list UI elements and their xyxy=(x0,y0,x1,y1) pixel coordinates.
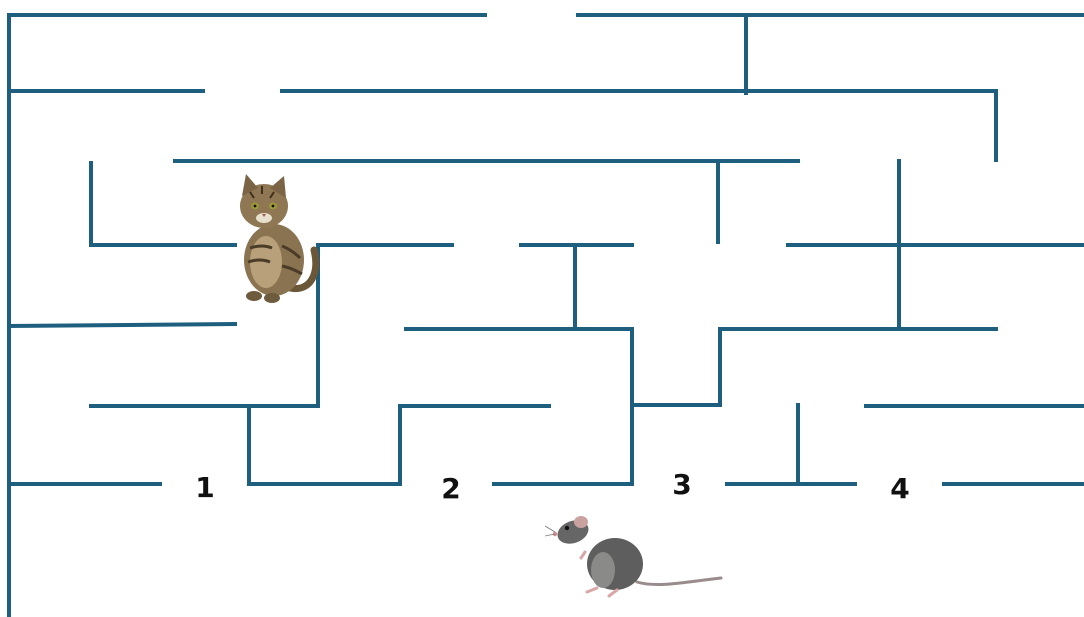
maze-wall-17 xyxy=(9,324,235,326)
cat-icon xyxy=(232,170,322,305)
entrance-label-4[interactable]: 4 xyxy=(890,475,909,503)
mouse-icon xyxy=(545,512,725,604)
entrance-label-2[interactable]: 2 xyxy=(441,475,460,503)
entrance-label-3[interactable]: 3 xyxy=(672,471,691,499)
entrance-label-1[interactable]: 1 xyxy=(195,474,214,502)
